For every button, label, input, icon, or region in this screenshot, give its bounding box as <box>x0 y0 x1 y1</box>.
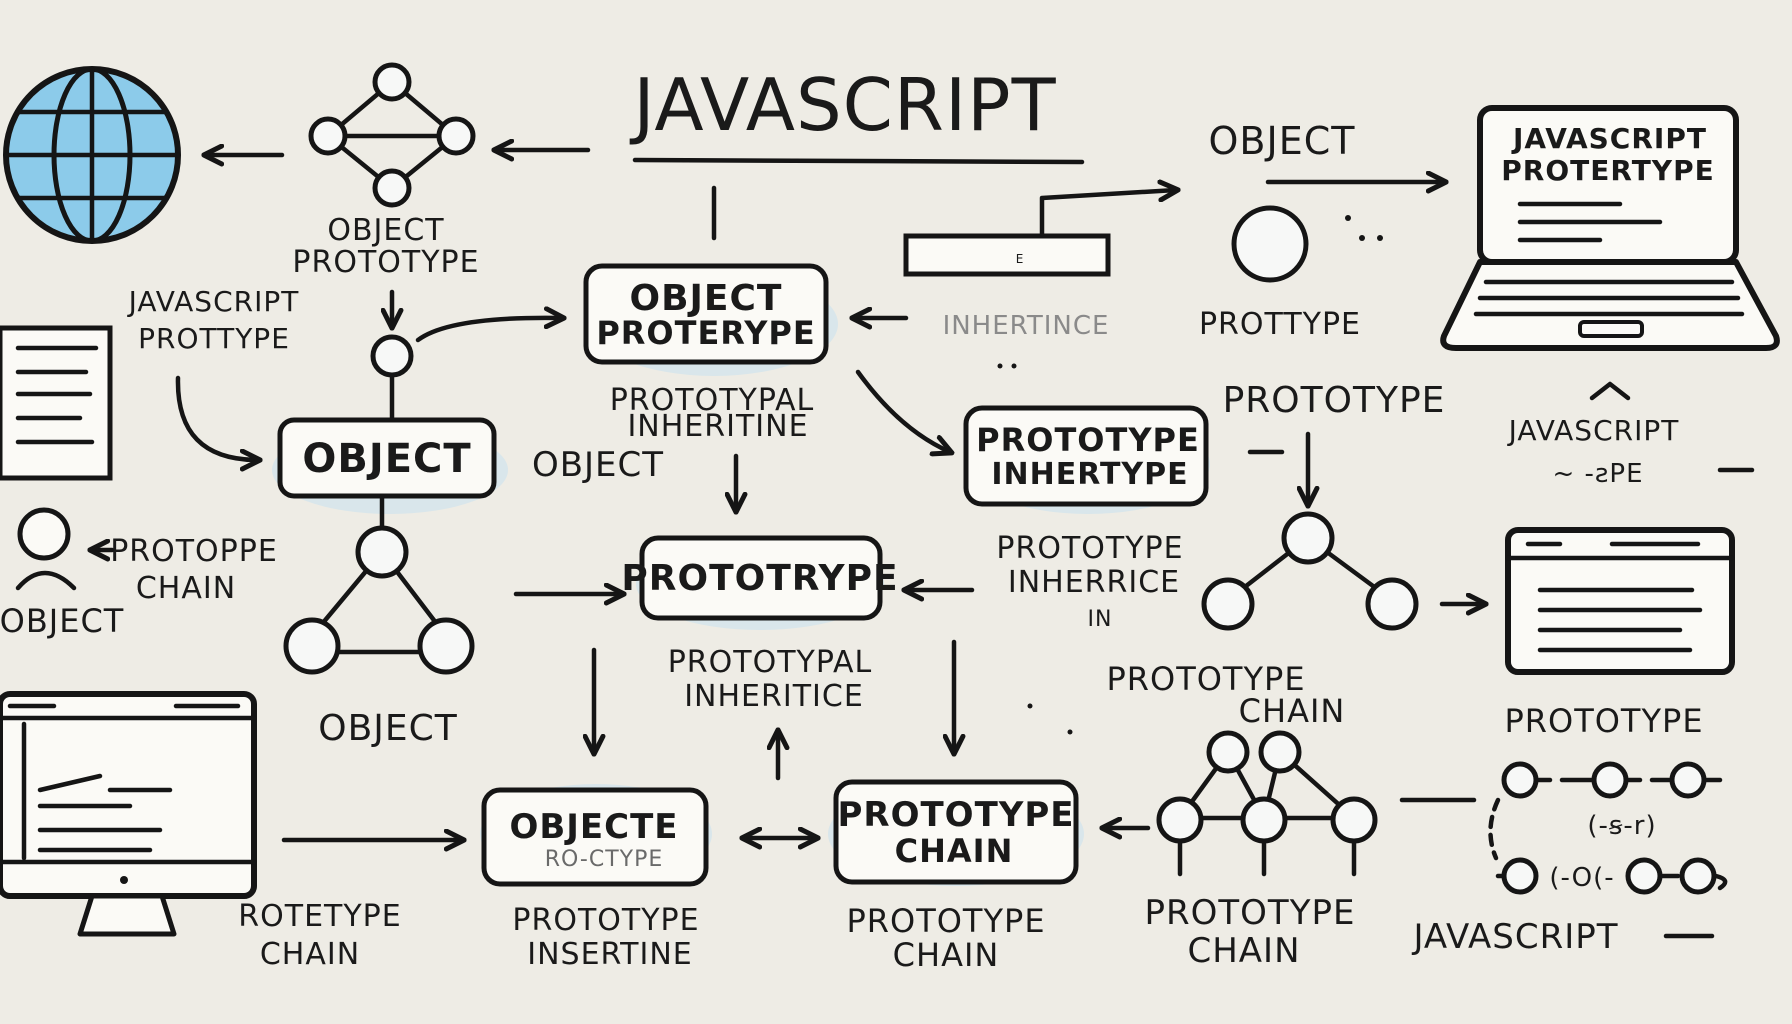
label-prottype: PROTTYPE <box>138 322 290 355</box>
objecte-line1: OBJECTE <box>509 807 678 847</box>
prototrype-box <box>639 535 883 621</box>
code-fragment-2: (-O(- <box>1549 863 1614 893</box>
protoinherit-line2: INHERTYPE <box>991 457 1188 492</box>
label-inherrice: INHERRICE <box>1008 565 1180 600</box>
object-proterype-box <box>583 263 829 365</box>
label-chain-bottom: CHAIN <box>893 936 1000 974</box>
label-javascript-right: JAVASCRIPT <box>1507 414 1680 447</box>
label-prototype-chain-right: PROTOTYPE <box>1106 660 1305 698</box>
label-javascript-bottom: JAVASCRIPT <box>1411 917 1618 957</box>
label-object-top-right: OBJECT <box>1209 119 1356 163</box>
prototrype-label: PROTOTRYPE <box>621 558 898 599</box>
node-triangle-right <box>1201 511 1419 631</box>
node-diamond-top <box>308 62 476 208</box>
label-chain-right: CHAIN <box>1239 692 1346 730</box>
caret-up-icon <box>1589 381 1631 401</box>
label-prototype-far-right: PROTOTYPE <box>1504 702 1703 740</box>
label-prototypal-2: PROTOTYPAL <box>668 645 873 680</box>
label-object-lower: OBJECT <box>318 708 458 749</box>
objecte-box <box>481 787 709 887</box>
label-prottype-top-right: PROTTYPE <box>1199 307 1361 342</box>
prototype-inherttype-box <box>963 405 1209 507</box>
circle-object <box>1231 205 1309 283</box>
label-javascript-right-sub: ~ -ƨPE <box>1552 459 1643 489</box>
label-in: IN <box>1088 607 1113 632</box>
prototype-chain-box <box>833 779 1079 885</box>
title-underline <box>632 157 1085 165</box>
document-icon <box>0 325 113 481</box>
object-box <box>277 417 497 499</box>
protochain-line2: CHAIN <box>895 832 1014 870</box>
label-rotetype: ROTETYPE <box>238 899 401 934</box>
label-prototypal: PROTOTYPAL <box>610 383 815 418</box>
arrow-to-object-box <box>175 375 258 460</box>
label-prototype-bottom: PROTOTYPE <box>846 902 1045 940</box>
arrow-node-to-objproto <box>415 318 562 343</box>
label-inhertince: INHERTINCE <box>943 311 1110 341</box>
label-protoppe: PROTOPPE <box>110 534 278 569</box>
protochain-line1: PROTOTYPE <box>837 795 1074 835</box>
label-chain-bottom-right: CHAIN <box>1187 931 1300 971</box>
browser-window-icon <box>1505 527 1735 675</box>
node-tree-cluster <box>1156 730 1378 877</box>
label-inheritine: INHERITINE <box>627 409 808 444</box>
globe-icon <box>3 66 181 244</box>
input-bar <box>903 233 1111 277</box>
label-insertine: INSERTINE <box>527 937 693 972</box>
person-icon <box>15 507 77 591</box>
label-object-far-left: OBJECT <box>0 602 124 640</box>
label-object: OBJECT <box>327 213 444 248</box>
laptop-screen-line2: PROTERTYPE <box>1501 154 1714 187</box>
objproto-line2: PROTERYPE <box>596 314 815 352</box>
label-object-mid: OBJECT <box>532 445 664 485</box>
node-small <box>370 334 414 378</box>
object-box-label: OBJECT <box>302 436 471 482</box>
objproto-line1: OBJECT <box>629 278 782 319</box>
label-prototype: PROTOTYPE <box>292 245 479 280</box>
label-chain-bottom-left: CHAIN <box>260 937 360 972</box>
laptop-screen-line1: JAVASCRIPT <box>1511 122 1707 155</box>
arrow-to-proto-inherit <box>855 369 950 452</box>
label-prototype-right: PROTOTYPE <box>1223 380 1446 421</box>
monitor-icon <box>0 691 257 937</box>
arrow-bar-to-object <box>1039 190 1176 237</box>
label-chain: CHAIN <box>136 571 236 606</box>
label-inheritice: INHERITICE <box>684 679 864 714</box>
node-triangle-left <box>283 493 475 675</box>
code-node-chain <box>1488 761 1728 895</box>
input-bar-text: E <box>1016 252 1025 266</box>
code-fragment-1: (-ꞩ-r) <box>1587 811 1656 841</box>
label-javascript: JAVASCRIPT <box>127 285 300 318</box>
laptop-icon <box>1440 105 1780 351</box>
label-prototype-insert: PROTOTYPE <box>512 903 699 938</box>
page-title: JAVASCRIPT <box>629 63 1056 147</box>
label-prototype-inh: PROTOTYPE <box>996 531 1183 566</box>
label-prototype-bottom-right: PROTOTYPE <box>1145 893 1356 933</box>
protoinherit-line1: PROTOTYPE <box>976 421 1200 459</box>
objecte-line2: RO-CTYPE <box>545 847 664 872</box>
